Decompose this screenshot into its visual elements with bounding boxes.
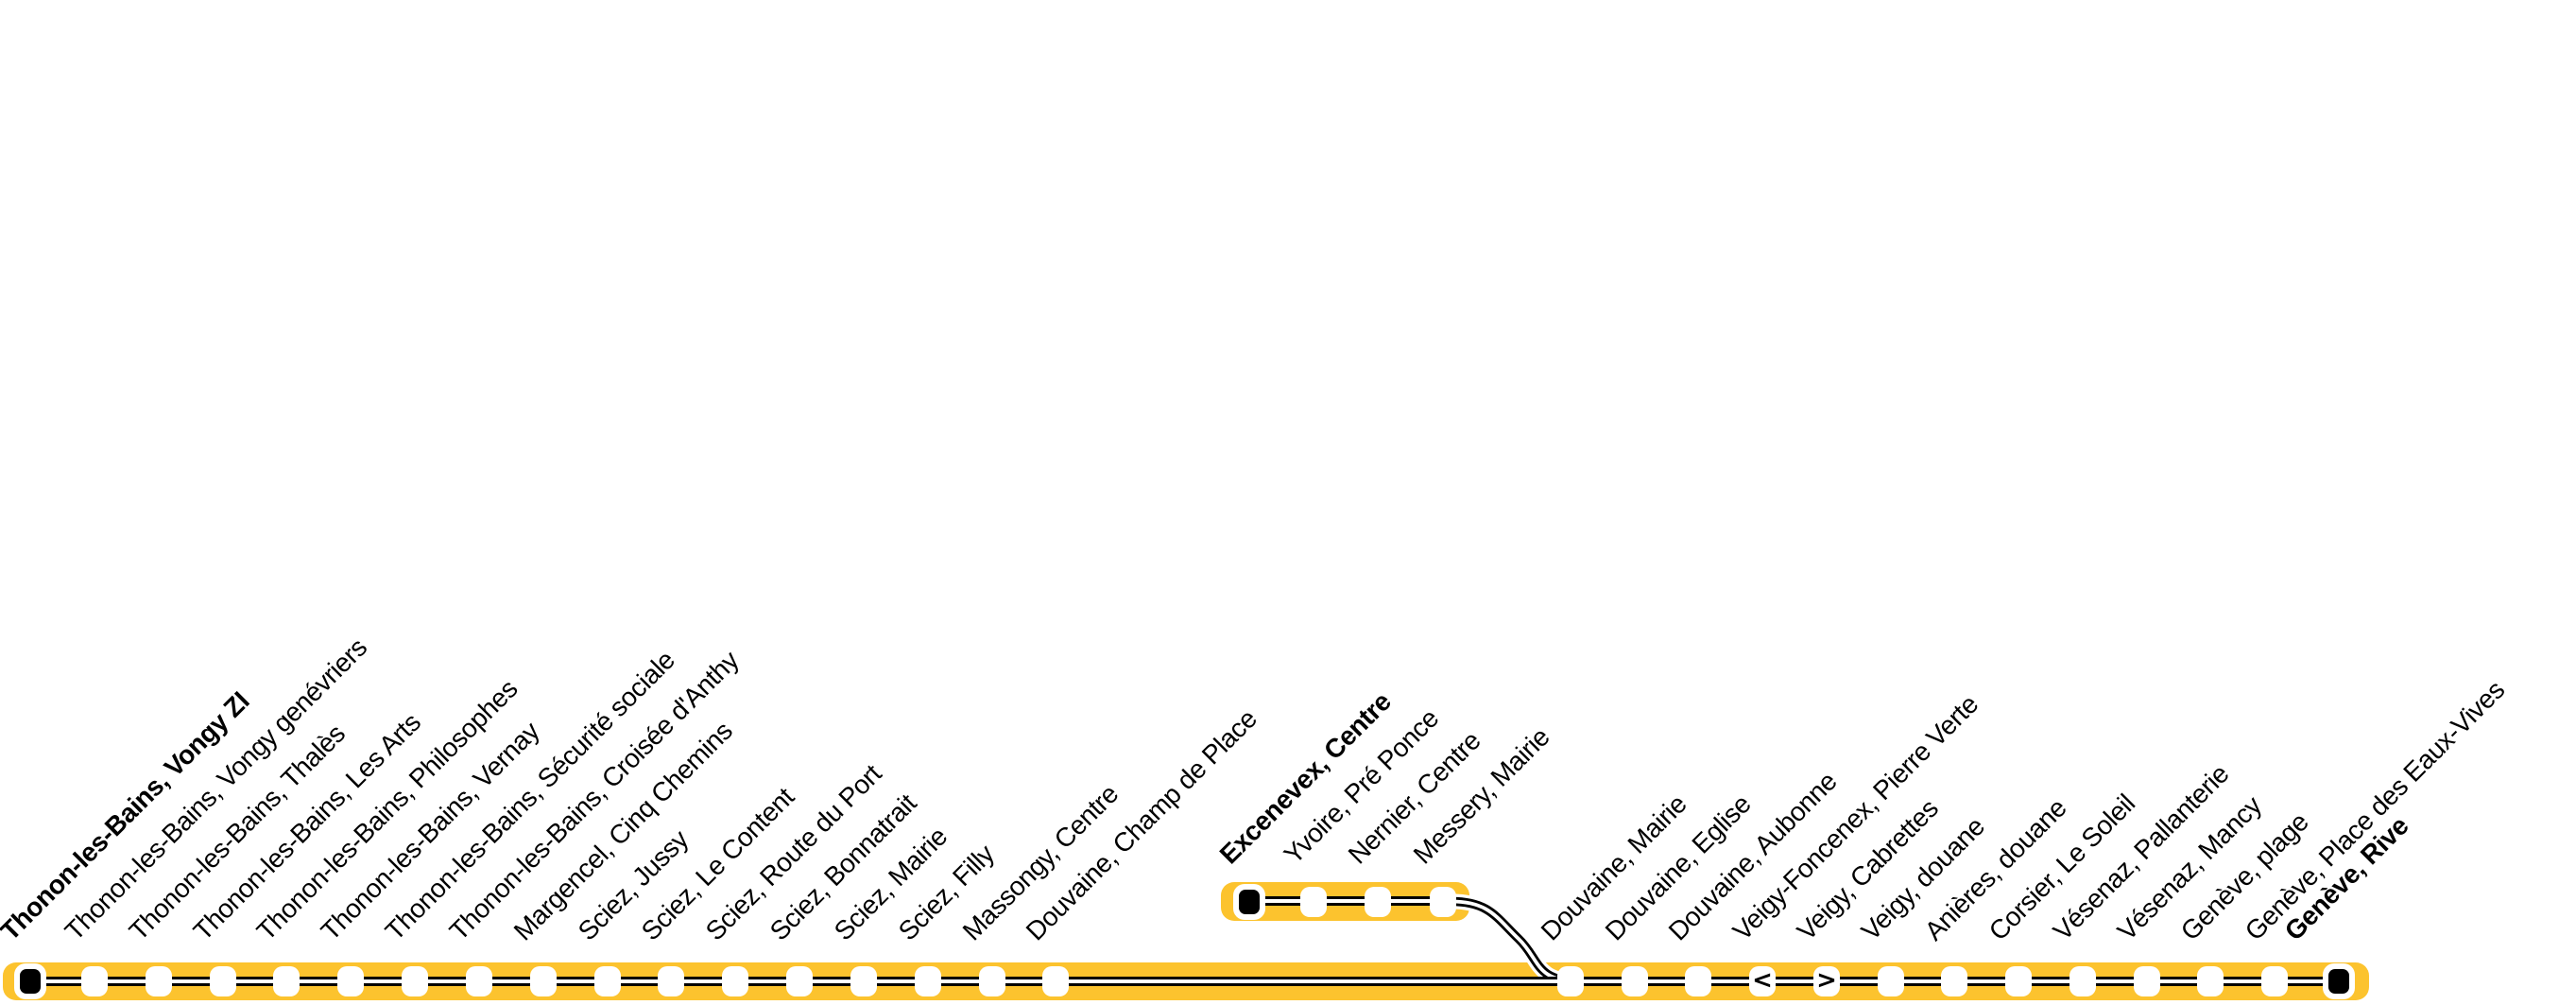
- station-label: Genève, Place des Eaux-Vives: [2239, 675, 2511, 946]
- station-marker: [530, 966, 557, 996]
- one-way-stop-marker: <: [1749, 966, 1776, 996]
- station-marker: [273, 966, 300, 996]
- station-marker: [658, 966, 684, 996]
- station-marker: [1300, 886, 1327, 917]
- station-marker: [1622, 966, 1648, 996]
- station-marker: [1557, 966, 1584, 996]
- station-marker: [1685, 966, 1711, 996]
- terminus-marker: [1233, 883, 1265, 920]
- station-marker: [2069, 966, 2096, 996]
- branch-line-track: [1240, 896, 1455, 906]
- station-marker: [1365, 886, 1391, 917]
- station-marker: [1878, 966, 1904, 996]
- station-marker: [979, 966, 1005, 996]
- station-marker: [1042, 966, 1069, 996]
- station-marker: [466, 966, 492, 996]
- terminus-marker: [14, 963, 46, 999]
- chevron-right-icon: >: [1816, 966, 1837, 995]
- station-marker: [594, 966, 621, 996]
- station-marker: [2134, 966, 2160, 996]
- station-marker: [2197, 966, 2224, 996]
- terminus-core: [1239, 889, 1260, 914]
- station-marker: [850, 966, 877, 996]
- station-marker: [210, 966, 236, 996]
- chevron-left-icon: <: [1752, 966, 1773, 995]
- main-line-track: [15, 977, 2342, 986]
- terminus-core: [20, 969, 41, 994]
- station-marker: [722, 966, 748, 996]
- station-marker: [2005, 966, 2032, 996]
- station-marker: [81, 966, 108, 996]
- station-marker: [2261, 966, 2288, 996]
- station-marker: [337, 966, 364, 996]
- terminus-core: [2328, 969, 2349, 994]
- station-marker: [915, 966, 941, 996]
- station-marker: [146, 966, 172, 996]
- station-marker: [786, 966, 813, 996]
- one-way-stop-marker: >: [1813, 966, 1840, 996]
- station-marker: [1941, 966, 1967, 996]
- station-marker: [402, 966, 428, 996]
- station-marker: [1430, 886, 1456, 917]
- terminus-marker: [2323, 963, 2355, 999]
